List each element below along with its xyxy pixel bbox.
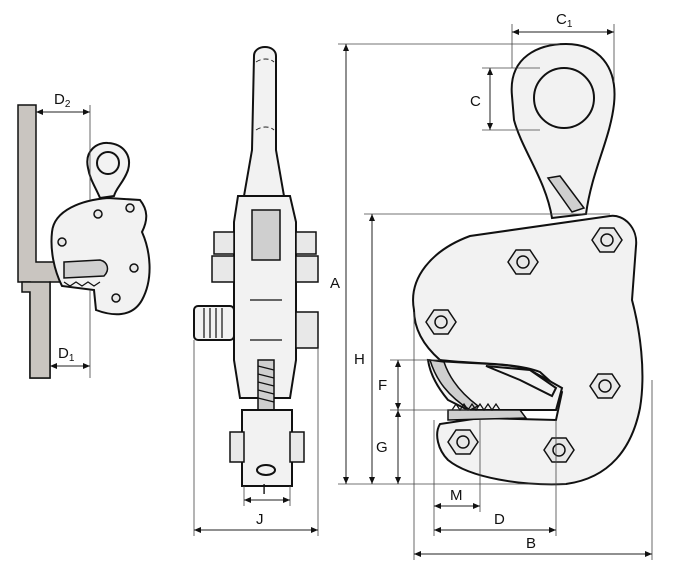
left-bolt-5 <box>111 293 121 303</box>
nut-left-1 <box>213 231 235 255</box>
right-eye-hole <box>533 67 595 129</box>
nut-left-2 <box>211 255 235 283</box>
label-B: B <box>526 535 536 552</box>
hex-nut-5 <box>447 429 479 455</box>
shackle-dash <box>255 58 275 131</box>
frame-slot <box>251 209 281 261</box>
right-swing-jaw <box>485 365 558 398</box>
left-teeth <box>63 281 101 287</box>
left-view-clamp-on-plate: D2 D1 <box>17 91 151 379</box>
label-C: C <box>470 93 481 110</box>
left-cam-body <box>50 196 151 316</box>
left-jaw-slot <box>63 259 109 279</box>
label-F: F <box>378 377 387 394</box>
left-eye <box>86 141 130 200</box>
label-D: D <box>494 511 505 528</box>
label-A: A <box>330 275 340 292</box>
label-M: M <box>450 487 463 504</box>
middle-view-front: I J <box>193 46 319 536</box>
label-C1: C1 <box>556 11 573 30</box>
lower-nut-left <box>229 431 245 463</box>
label-D2: D2 <box>54 91 71 110</box>
spring-handle <box>193 305 235 341</box>
lower-hole <box>256 464 276 476</box>
right-jaw-pad <box>447 409 528 421</box>
right-view-side: C1 C A H F G M D B <box>330 11 653 560</box>
label-J: J <box>256 511 264 528</box>
label-I: I <box>262 481 266 498</box>
shackle-rod <box>242 46 286 197</box>
hex-nut-2 <box>591 227 623 253</box>
nut-right-1 <box>295 231 317 255</box>
left-bolt-2 <box>125 203 135 213</box>
left-bolt-3 <box>57 237 67 247</box>
left-bolt-4 <box>129 263 139 273</box>
hex-nut-1 <box>507 249 539 275</box>
label-H: H <box>354 351 365 368</box>
hex-nut-4 <box>589 373 621 399</box>
label-D1: D1 <box>58 345 75 364</box>
label-G: G <box>376 439 388 456</box>
right-eye-shade <box>546 175 586 213</box>
nut-right-2 <box>295 255 319 283</box>
plate-tail <box>21 281 51 379</box>
left-bolt-1 <box>93 209 103 219</box>
hex-nut-3 <box>425 309 457 335</box>
lower-nut-right <box>289 431 305 463</box>
nut-right-3 <box>295 311 319 349</box>
